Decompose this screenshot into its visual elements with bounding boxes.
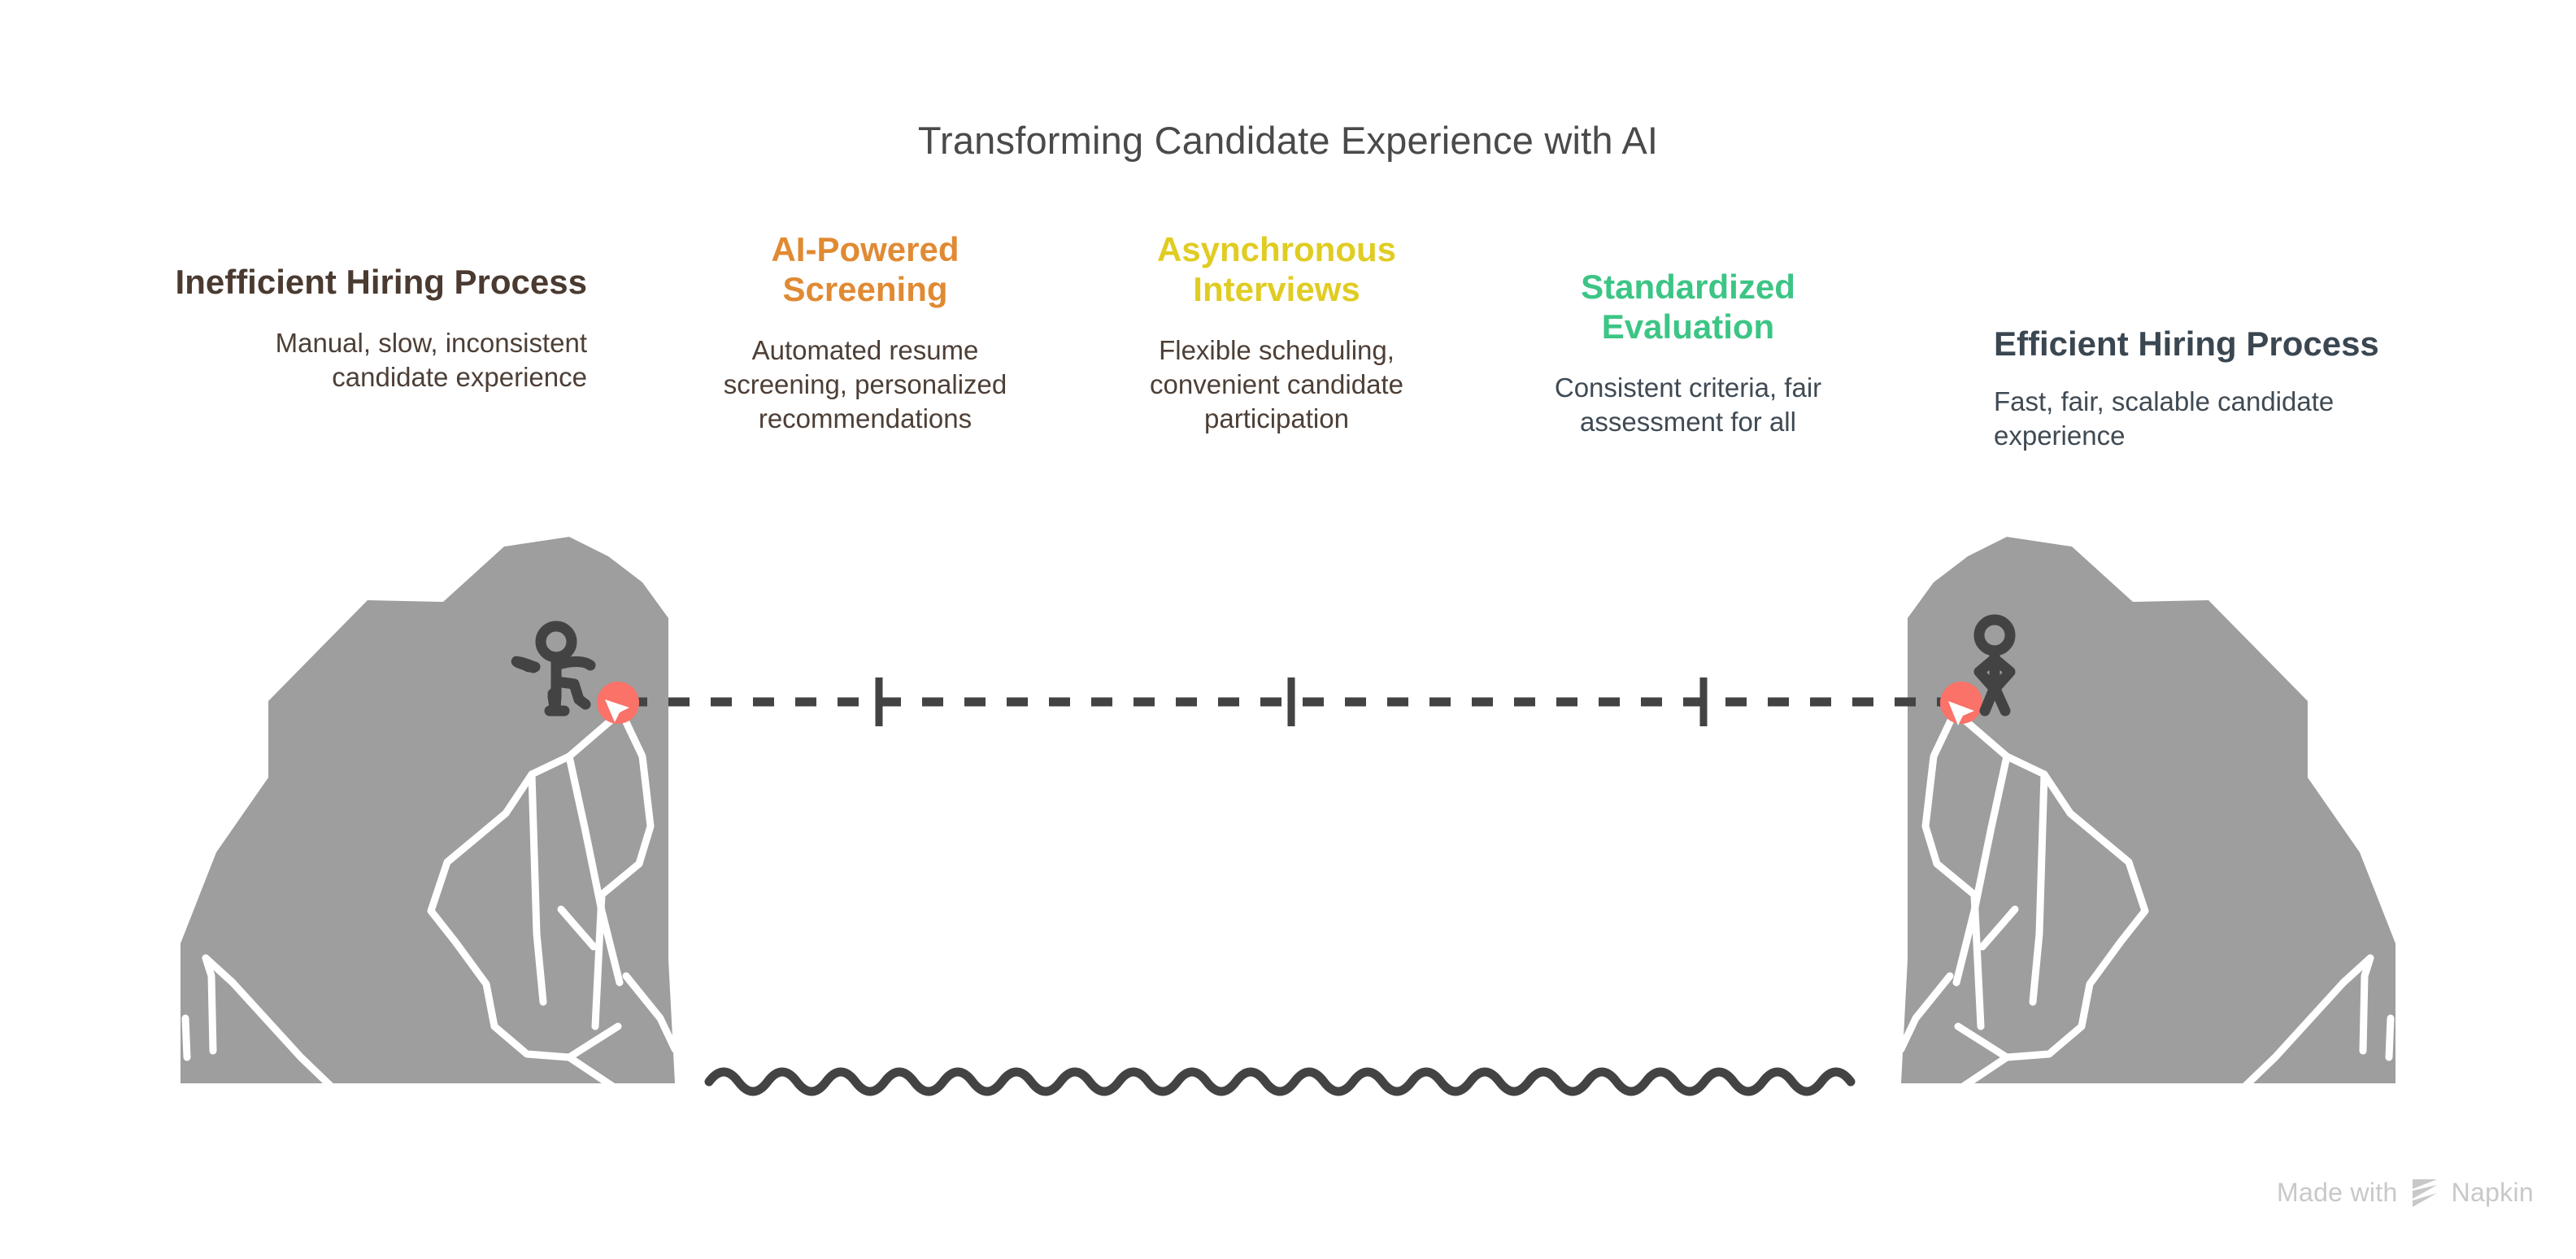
goal-figure-head	[1973, 614, 2016, 656]
start-figure-arms	[511, 656, 596, 673]
stage-block-ai-powered-screening: AI-Powered Screening Automated resume sc…	[698, 229, 1033, 436]
goal-figure-leg-right	[1989, 682, 2011, 717]
goal-mountain-body	[1901, 537, 2395, 1083]
start-figure-leg-back	[547, 681, 562, 712]
stage-block-standardized-evaluation: Standardized Evaluation Consistent crite…	[1514, 267, 1862, 439]
stage-block-efficient-hiring-process: Efficient Hiring Process Fast, fair, sca…	[1994, 324, 2417, 453]
stage-block-inefficient-hiring-process: Inefficient Hiring Process Manual, slow,…	[163, 262, 587, 394]
water-wave	[704, 1067, 1856, 1096]
start-figure-arm-left	[511, 656, 541, 673]
stage-description: Flexible scheduling, convenient candidat…	[1150, 335, 1403, 434]
stage-heading: Inefficient Hiring Process	[175, 263, 587, 301]
candidate-goal-figure	[1973, 614, 2016, 717]
candidate-start-figure	[511, 621, 596, 717]
start-marker[interactable]	[597, 682, 639, 724]
start-mountain-body	[181, 537, 675, 1083]
stage-block-asynchronous-interviews: Asynchronous Interviews Flexible schedul…	[1106, 229, 1447, 436]
stage-heading: Standardized Evaluation	[1581, 268, 1795, 346]
stage-heading: Efficient Hiring Process	[1994, 325, 2379, 363]
watermark: Made with Napkin	[2277, 1176, 2534, 1209]
watermark-prefix: Made with	[2277, 1177, 2398, 1207]
goal-marker-circle	[1940, 682, 1982, 724]
stage-heading: AI-Powered Screening	[771, 230, 959, 309]
start-mountain-crevasses	[181, 687, 679, 1128]
watermark-brand: Napkin	[2451, 1177, 2534, 1207]
goal-marker-cursor-icon	[1948, 701, 1974, 725]
stage-description: Fast, fair, scalable candidate experienc…	[1994, 386, 2334, 451]
start-marker-circle	[597, 682, 639, 724]
start-figure-head	[535, 621, 577, 663]
goal-figure-arm-left	[1973, 653, 2000, 693]
start-figure-leg-standing	[550, 687, 562, 717]
napkin-logo-icon	[2412, 1179, 2437, 1207]
goal-mountain	[1897, 537, 2395, 1128]
journey-tick-marks	[875, 677, 1708, 726]
start-marker-cursor-icon	[605, 699, 629, 722]
stage-description: Automated resume screening, personalized…	[723, 335, 1007, 434]
goal-figure-leg-left	[1979, 682, 2000, 717]
page-title: Transforming Candidate Experience with A…	[917, 119, 1659, 162]
start-mountain	[181, 537, 679, 1128]
stage-heading: Asynchronous Interviews	[1156, 230, 1397, 309]
stage-description: Consistent criteria, fair assessment for…	[1554, 372, 1822, 438]
start-figure-leg-forward	[550, 676, 591, 710]
goal-figure-arm-right	[1989, 653, 2016, 693]
goal-mountain-crevasses	[1897, 687, 2395, 1128]
goal-marker[interactable]	[1940, 682, 1982, 725]
start-figure-legs	[547, 686, 562, 715]
stage-description: Manual, slow, inconsistent candidate exp…	[275, 328, 587, 393]
